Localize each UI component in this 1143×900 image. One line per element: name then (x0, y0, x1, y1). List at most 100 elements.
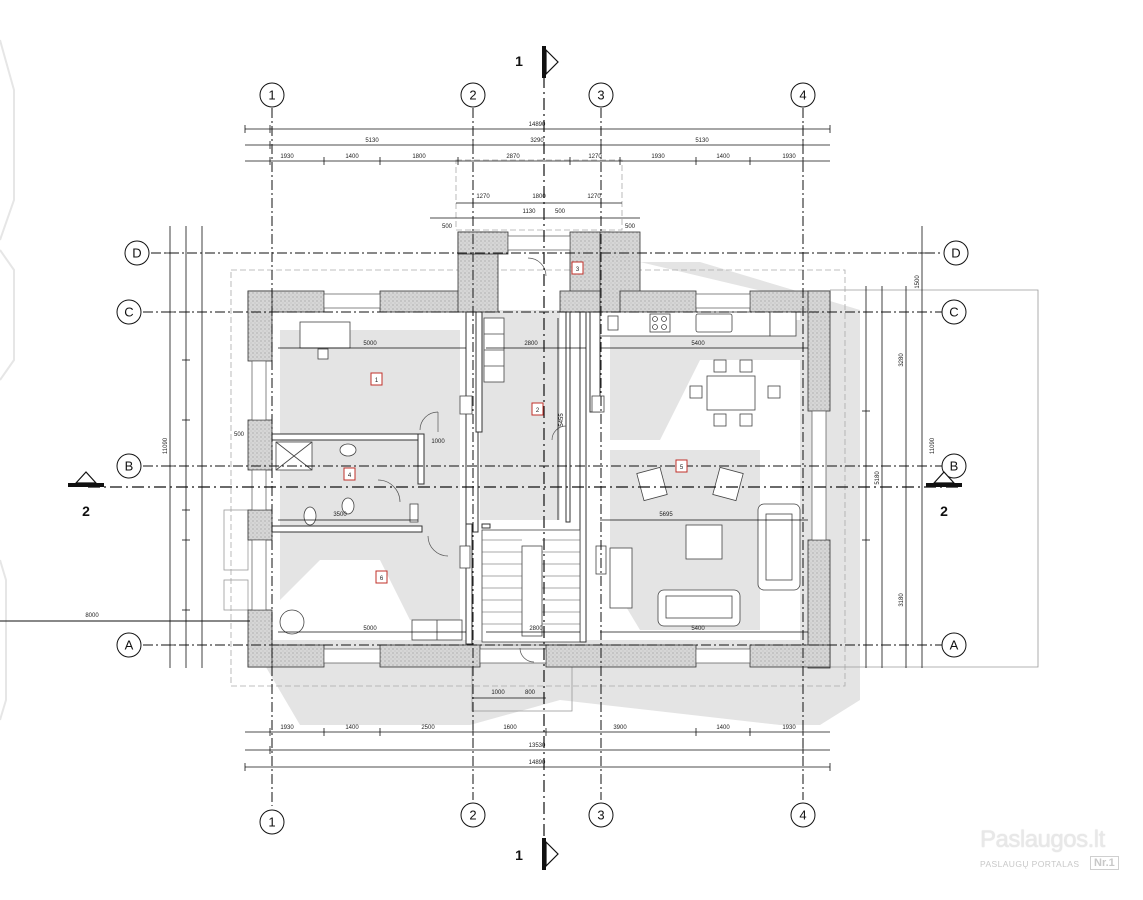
axis-4-bottom: 4 (799, 808, 806, 823)
dim-room: 3500 (333, 512, 347, 518)
axis-D-left: D (132, 246, 141, 261)
watermark-badge: Nr.1 (1090, 856, 1119, 870)
axis-3-top: 3 (597, 88, 604, 103)
dim-room: 500 (234, 432, 245, 438)
svg-text:6: 6 (380, 576, 384, 582)
left-edge-artifacts (0, 39, 15, 721)
exterior-walls (247, 231, 831, 669)
watermark-tagline: PASLAUGŲ PORTALAS (980, 859, 1080, 869)
section-label: 2 (82, 503, 90, 519)
dim-top-detail: 1930 (280, 154, 294, 160)
axis-4-top: 4 (799, 88, 806, 103)
furniture (275, 311, 801, 643)
dim-room: 5695 (659, 512, 673, 518)
dim-room: 5455 (559, 413, 565, 427)
svg-text:5: 5 (680, 465, 684, 471)
axis-C-left: C (124, 305, 133, 320)
dim-room: 5400 (691, 626, 705, 632)
dim-entry: 500 (625, 224, 636, 230)
dim-top-half-1: 5130 (365, 138, 379, 144)
dim-room: 5400 (691, 341, 705, 347)
dim-left-overall: 11090 (163, 437, 169, 454)
dim-room: 2800 (524, 341, 538, 347)
room-tag: 6 (375, 570, 388, 584)
dim-right-3: 5180 (875, 471, 881, 485)
axis-D-right: D (951, 246, 960, 261)
dim-top-half-3: 5130 (695, 138, 709, 144)
dim-top-detail: 1930 (651, 154, 665, 160)
dimension-texts: 14890 5130 3290 5130 1930 1400 1800 2870… (85, 122, 936, 766)
dim-top-detail: 1800 (412, 154, 426, 160)
dim-bottom-detail: 1600 (503, 725, 517, 731)
dim-bottom-detail: 1930 (782, 725, 796, 731)
section-label: 1 (515, 53, 523, 69)
dim-top-detail: 2870 (506, 154, 520, 160)
dim-room: 1000 (491, 690, 505, 696)
door-swings (377, 257, 567, 663)
svg-text:1: 1 (375, 378, 379, 384)
dim-room: 800 (525, 690, 536, 696)
dim-bottom-overall: 14890 (529, 760, 546, 766)
dim-bottom-detail: 3900 (613, 725, 627, 731)
section-marker-right: 2 (926, 471, 962, 519)
dim-bottom-detail: 1400 (345, 725, 359, 731)
dimension-chains (169, 128, 923, 768)
windows (251, 235, 827, 664)
dim-entry: 1270 (476, 194, 490, 200)
dim-entry: 1130 (523, 209, 537, 215)
dim-bottom-sub: 13530 (529, 743, 546, 749)
section-marker-top: 1 (515, 46, 559, 78)
dim-right-2: 3280 (899, 353, 905, 367)
axis-1-top: 1 (268, 88, 275, 103)
axis-2-top: 2 (469, 88, 476, 103)
room-tag: 2 (531, 402, 544, 416)
dim-top-detail: 1400 (345, 154, 359, 160)
dim-top-half-2: 3290 (530, 138, 544, 144)
axis-B-left: B (125, 459, 134, 474)
dim-entry: 1270 (587, 194, 601, 200)
dim-bottom-detail: 1400 (716, 725, 730, 731)
axis-2-bottom: 2 (469, 808, 476, 823)
watermark-brand: Paslaugos.lt (980, 826, 1105, 853)
dim-entry: 500 (442, 224, 453, 230)
dim-right-5: 3180 (899, 593, 905, 607)
dim-room: 5000 (363, 626, 377, 632)
dim-room: 2800 (529, 626, 543, 632)
dimension-ticks (166, 125, 926, 771)
room-tag: 5 (675, 459, 688, 473)
watermark: Paslaugos.lt PASLAUGŲ PORTALAS Nr.1 (976, 826, 1122, 880)
dim-top-detail: 1400 (716, 154, 730, 160)
room-tag: 4 (343, 467, 356, 481)
section-label: 1 (515, 847, 523, 863)
room-tag: 3 (571, 261, 584, 275)
dim-entry: 1800 (532, 194, 546, 200)
svg-text:4: 4 (348, 473, 352, 479)
room-tags: 1 2 3 4 5 6 (343, 261, 688, 584)
dim-top-overall: 14890 (529, 122, 546, 128)
axis-bubbles (116, 82, 969, 835)
section-marker-left: 2 (68, 471, 104, 519)
dim-entry: 500 (555, 209, 566, 215)
axis-labels: 1 2 3 4 1 2 3 4 D C B A D C B A (124, 88, 960, 830)
roof-outline (230, 159, 846, 687)
svg-text:3: 3 (576, 267, 580, 273)
dim-bottom-detail: 1930 (280, 725, 294, 731)
axis-1-bottom: 1 (268, 815, 275, 830)
axis-A-right: A (950, 638, 959, 653)
section-label: 2 (940, 503, 948, 519)
axis-C-right: C (949, 305, 958, 320)
section-marker-bottom: 1 (515, 838, 559, 870)
dim-top-detail: 1270 (588, 154, 602, 160)
axis-3-bottom: 3 (597, 808, 604, 823)
dim-left-datum: 8000 (85, 613, 99, 619)
axis-A-left: A (125, 638, 134, 653)
axis-B-right: B (950, 459, 959, 474)
interior-walls (271, 311, 601, 645)
dim-right-1: 1500 (915, 275, 921, 289)
stair-treads (482, 539, 580, 625)
room-tag: 1 (370, 372, 383, 386)
dim-bottom-detail: 2500 (421, 725, 435, 731)
dim-room: 1000 (431, 439, 445, 445)
grid-lines (143, 108, 942, 806)
